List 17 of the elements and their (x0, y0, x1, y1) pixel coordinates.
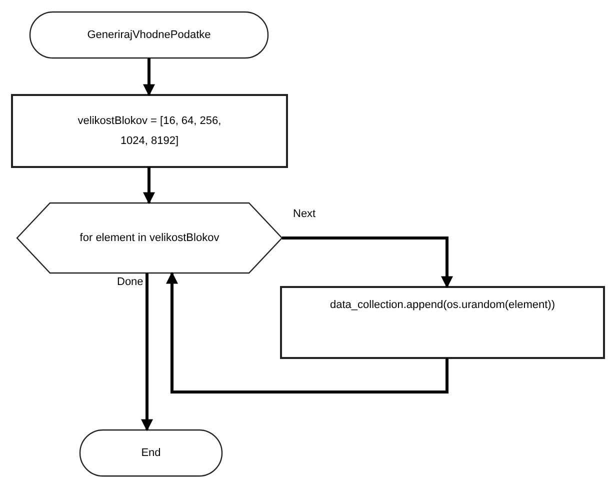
node-label: End (141, 446, 161, 461)
arrow (166, 272, 448, 394)
arrow (143, 58, 155, 96)
edge-label: Next (292, 208, 317, 220)
edge-label: Done (116, 276, 144, 288)
terminal-shape (79, 429, 223, 477)
terminal-shape (29, 11, 269, 59)
arrow (143, 167, 155, 204)
node-label: velikostBlokov = [16, 64, 256, 1024, 8192] (76, 114, 222, 149)
loop-hexagon (16, 202, 283, 274)
arrow (282, 236, 453, 288)
arrow (141, 273, 153, 432)
process-box (11, 94, 288, 168)
node-label: for element in velikostBlokov (80, 231, 220, 246)
process-box (280, 286, 605, 359)
node-label: data_collection.append(os.urandom(element)) (330, 298, 556, 313)
node-label: GenerirajVhodnePodatke (87, 28, 211, 43)
